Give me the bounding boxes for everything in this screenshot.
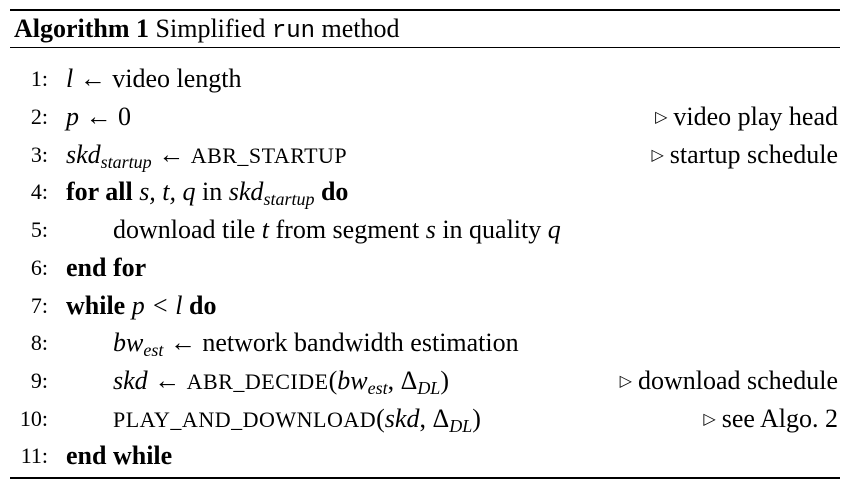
line-number: 4: xyxy=(30,179,48,204)
algorithm-line-1: 1: l ← video length xyxy=(0,60,852,97)
line-number: 10: xyxy=(19,406,48,431)
algorithm-line-3: 3: skdstartup ← ABR_STARTUP ▷startup sch… xyxy=(0,136,852,173)
line-number: 3: xyxy=(30,142,48,167)
top-rule xyxy=(10,9,840,11)
line-number: 11: xyxy=(20,443,48,468)
line-number: 1: xyxy=(30,66,48,91)
algorithm-line-8: 8: bwest ← network bandwidth estimation xyxy=(0,324,852,361)
line-number: 8: xyxy=(30,330,48,355)
line-number: 7: xyxy=(30,293,48,318)
algorithm-line-9: 9: skd ← ABR_DECIDE(bwest, ΔDL) ▷downloa… xyxy=(0,362,852,399)
line-code: PLAY_AND_DOWNLOAD(skd, ΔDL) xyxy=(113,404,481,436)
line-comment: ▷download schedule xyxy=(619,366,838,395)
line-code: end for xyxy=(66,253,147,282)
algorithm-line-2: 2: p ← 0 ▷video play head xyxy=(0,98,852,135)
algorithm-line-11: 11: end while xyxy=(0,437,852,474)
triangle-right-icon: ▷ xyxy=(651,147,664,164)
line-number: 2: xyxy=(30,104,48,129)
algorithm-caption: Algorithm 1 Simplified run method xyxy=(14,12,400,46)
line-code: p ← 0 xyxy=(66,102,131,131)
triangle-right-icon: ▷ xyxy=(703,411,716,428)
caption-suffix: method xyxy=(321,14,400,43)
method-name: run xyxy=(271,18,316,45)
line-number: 9: xyxy=(30,368,48,393)
line-comment: ▷video play head xyxy=(655,102,838,131)
triangle-right-icon: ▷ xyxy=(655,109,668,126)
line-code: while p < l do xyxy=(66,291,217,320)
line-code: l ← video length xyxy=(66,64,242,93)
line-code: download tile t from segment s in qualit… xyxy=(113,215,561,244)
line-code: bwest ← network bandwidth estimation xyxy=(113,328,519,360)
algorithm-line-6: 6: end for xyxy=(0,249,852,286)
caption-rule xyxy=(10,47,840,48)
line-comment: ▷see Algo. 2 xyxy=(703,404,838,433)
line-code: end while xyxy=(66,441,173,470)
algorithm-line-10: 10: PLAY_AND_DOWNLOAD(skd, ΔDL) ▷see Alg… xyxy=(0,400,852,437)
triangle-right-icon: ▷ xyxy=(619,373,632,390)
algorithm-label: Algorithm 1 xyxy=(14,14,150,43)
line-code: skd ← ABR_DECIDE(bwest, ΔDL) xyxy=(113,366,449,398)
caption-text: Simplified xyxy=(155,14,266,43)
line-comment: ▷startup schedule xyxy=(651,140,838,169)
line-code: skdstartup ← ABR_STARTUP xyxy=(66,140,348,172)
bottom-rule xyxy=(10,477,840,479)
algorithm-line-7: 7: while p < l do xyxy=(0,287,852,324)
algorithm-line-4: 4: for all s, t, q in skdstartup do xyxy=(0,173,852,210)
line-code: for all s, t, q in skdstartup do xyxy=(66,177,349,209)
algorithm-line-5: 5: download tile t from segment s in qua… xyxy=(0,211,852,248)
line-number: 6: xyxy=(30,255,48,280)
line-number: 5: xyxy=(30,217,48,242)
